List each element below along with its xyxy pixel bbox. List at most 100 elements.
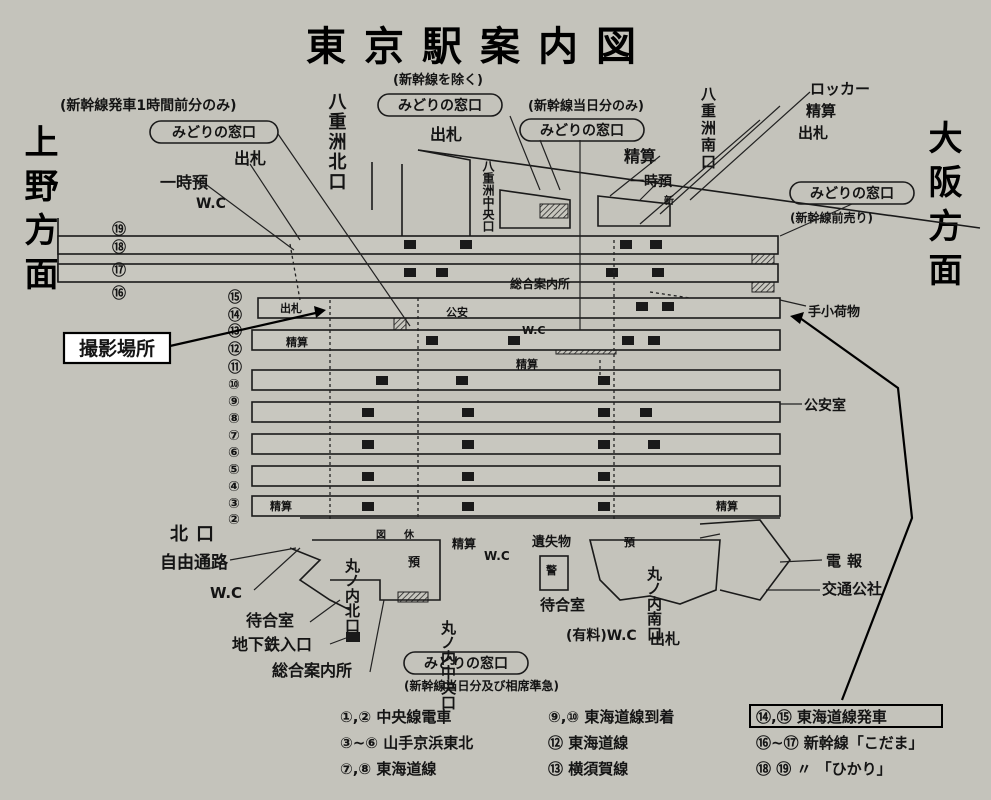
legend-highlight-box: [749, 704, 943, 728]
label-seisan-bottom-left: 精算: [270, 499, 292, 513]
label-denpo: 電報: [826, 552, 868, 570]
midori-booth-a: [539, 203, 569, 219]
ticket-booth-center: [499, 189, 571, 229]
platform-5-6: [251, 433, 781, 455]
label-desatsu-bottom: 出札: [650, 630, 680, 648]
label-kita-guchi: 北口: [170, 524, 222, 545]
svg-text:⑪: ⑪: [228, 359, 242, 376]
label-kotsu: 交通公社: [822, 580, 882, 598]
label-wc-bottom-left: W.C: [210, 584, 242, 602]
legend-item-6: ⑬ 横須賀線: [548, 760, 628, 778]
label-locker: ロッカー: [810, 80, 870, 98]
legend-pointer-arrow: [799, 317, 914, 701]
svg-text:みどりの窓口: みどりの窓口: [810, 185, 894, 202]
midori-booth-e: [397, 591, 429, 603]
label-kyu: 休: [403, 528, 415, 541]
label-yuryo-wc: (有料)W.C: [566, 627, 637, 644]
svg-text:みどりの窓口: みどりの窓口: [398, 97, 482, 114]
label-desatsu-platform: 出札: [280, 301, 302, 315]
label-ichiji-left: 一時預: [160, 173, 209, 192]
platform-16-17: [57, 263, 779, 283]
map-title: 東京駅案内図: [306, 23, 654, 70]
label-wc-mid: W.C: [522, 324, 546, 337]
note-shinkansen-today: (新幹線当日分のみ): [528, 98, 644, 114]
legend-item-3: ⑦,⑧ 東海道線: [340, 760, 436, 778]
bottom-right-leaders: [699, 533, 823, 591]
svg-text:⑯: ⑯: [112, 285, 126, 302]
svg-text:③: ③: [228, 496, 240, 512]
label-shin: 新: [664, 194, 674, 207]
label-marunouchi-chuo: 丸ノ内中央口: [439, 619, 457, 710]
label-desatsu-top: 出札: [430, 125, 462, 144]
label-kouanshitsu: 公安室: [804, 397, 846, 414]
marunouchi-south-building: [588, 519, 791, 605]
label-seisan-concourse: 精算: [452, 536, 476, 551]
platform-3-4: [251, 465, 781, 487]
svg-text:みどりの窓口: みどりの窓口: [424, 655, 508, 672]
station-top-wall: [371, 149, 981, 238]
legend-item-9: ⑱ ⑲ 〃 「ひかり」: [756, 760, 892, 778]
label-seisan-right: 精算: [806, 102, 836, 120]
ticket-office-pill-2: みどりの窓口: [377, 93, 503, 117]
label-seisan-mid: 精算: [516, 357, 538, 371]
label-seisan-top: 精算: [624, 147, 656, 166]
label-seisan-left: 精算: [286, 335, 308, 349]
platform-1-2: [251, 495, 781, 517]
marunouchi-north-building: [289, 517, 780, 611]
svg-text:⑱: ⑱: [112, 239, 126, 256]
label-yaesu-chuo: 八重洲中央口: [481, 160, 495, 233]
label-ichiji-top: 一時預: [630, 173, 673, 190]
svg-text:⑭: ⑭: [228, 307, 242, 324]
yaesu-building: [410, 149, 471, 239]
right-leader-lines: [779, 299, 807, 405]
passageways: [289, 240, 691, 520]
label-wc-left: W.C: [196, 196, 226, 212]
label-desatsu-left: 出札: [234, 149, 266, 168]
legend-item-4: ⑨,⑩ 東海道線到着: [548, 708, 674, 726]
svg-text:⑫: ⑫: [228, 341, 242, 358]
platform-14-15: [257, 297, 781, 319]
svg-text:⑩: ⑩: [228, 377, 240, 393]
label-machiai-right: 待合室: [540, 596, 585, 614]
svg-text:④: ④: [228, 479, 240, 495]
platform-18-19: [57, 235, 779, 255]
svg-text:みどりの窓口: みどりの窓口: [172, 124, 256, 141]
svg-text:⑮: ⑮: [228, 289, 242, 306]
ticket-office-pill-4: みどりの窓口: [789, 181, 915, 205]
bottom-left-leaders: [229, 547, 385, 673]
ticket-booth-south: [597, 195, 671, 227]
svg-text:みどりの窓口: みどりの窓口: [540, 122, 624, 139]
direction-osaka: 大阪方面: [922, 120, 962, 296]
legend-item-7: ⑭,⑮ 東海道線発車: [756, 708, 887, 726]
label-kei: 警: [545, 563, 557, 577]
label-machiai-left: 待合室: [246, 611, 294, 630]
platform-9-10: [251, 369, 781, 391]
note-shinkansen-advance: (新幹線前売り): [790, 210, 873, 225]
svg-text:⑲: ⑲: [112, 221, 126, 238]
label-wc-concourse: W.C: [484, 549, 510, 563]
label-marunouchi-minami: 丸ノ内南口: [645, 565, 663, 641]
svg-text:撮影場所: 撮影場所: [79, 338, 155, 360]
svg-text:⑤: ⑤: [228, 462, 240, 478]
platform-7-8: [251, 401, 781, 423]
legend-item-5: ⑫ 東海道線: [548, 734, 628, 752]
label-desatsu-right: 出札: [798, 124, 828, 142]
shooting-location-callout: 撮影場所: [62, 306, 326, 365]
svg-text:⑰: ⑰: [112, 262, 126, 279]
label-kouan: 公安: [446, 305, 468, 319]
label-seisan-bottom-right: 精算: [716, 499, 738, 513]
label-marunouchi-kita: 丸ノ内北口: [343, 557, 361, 633]
ticket-office-pill-1: みどりの窓口: [149, 120, 279, 144]
direction-ueno: 上野方面: [18, 124, 58, 300]
label-jiyu-tsuro: 自由通路: [160, 552, 229, 573]
svg-text:⑥: ⑥: [228, 445, 240, 461]
label-sougou-bottom: 総合案内所: [272, 661, 352, 680]
ticket-office-pill-5: みどりの窓口: [403, 651, 529, 675]
label-ichiji-bottom: 預: [408, 555, 421, 569]
note-excl-shinkansen: (新幹線を除く): [393, 72, 483, 88]
note-shinkansen-1h: (新幹線発車1時間前分のみ): [60, 97, 237, 114]
track-numbers: ⑲ ⑱ ⑰ ⑯ ⑮ ⑭ ⑬ ⑫ ⑪ ⑩ ⑨ ⑧ ⑦ ⑥ ⑤ ④ ③ ②: [112, 221, 242, 528]
legend-item-1: ①,② 中央線電車: [340, 708, 451, 726]
